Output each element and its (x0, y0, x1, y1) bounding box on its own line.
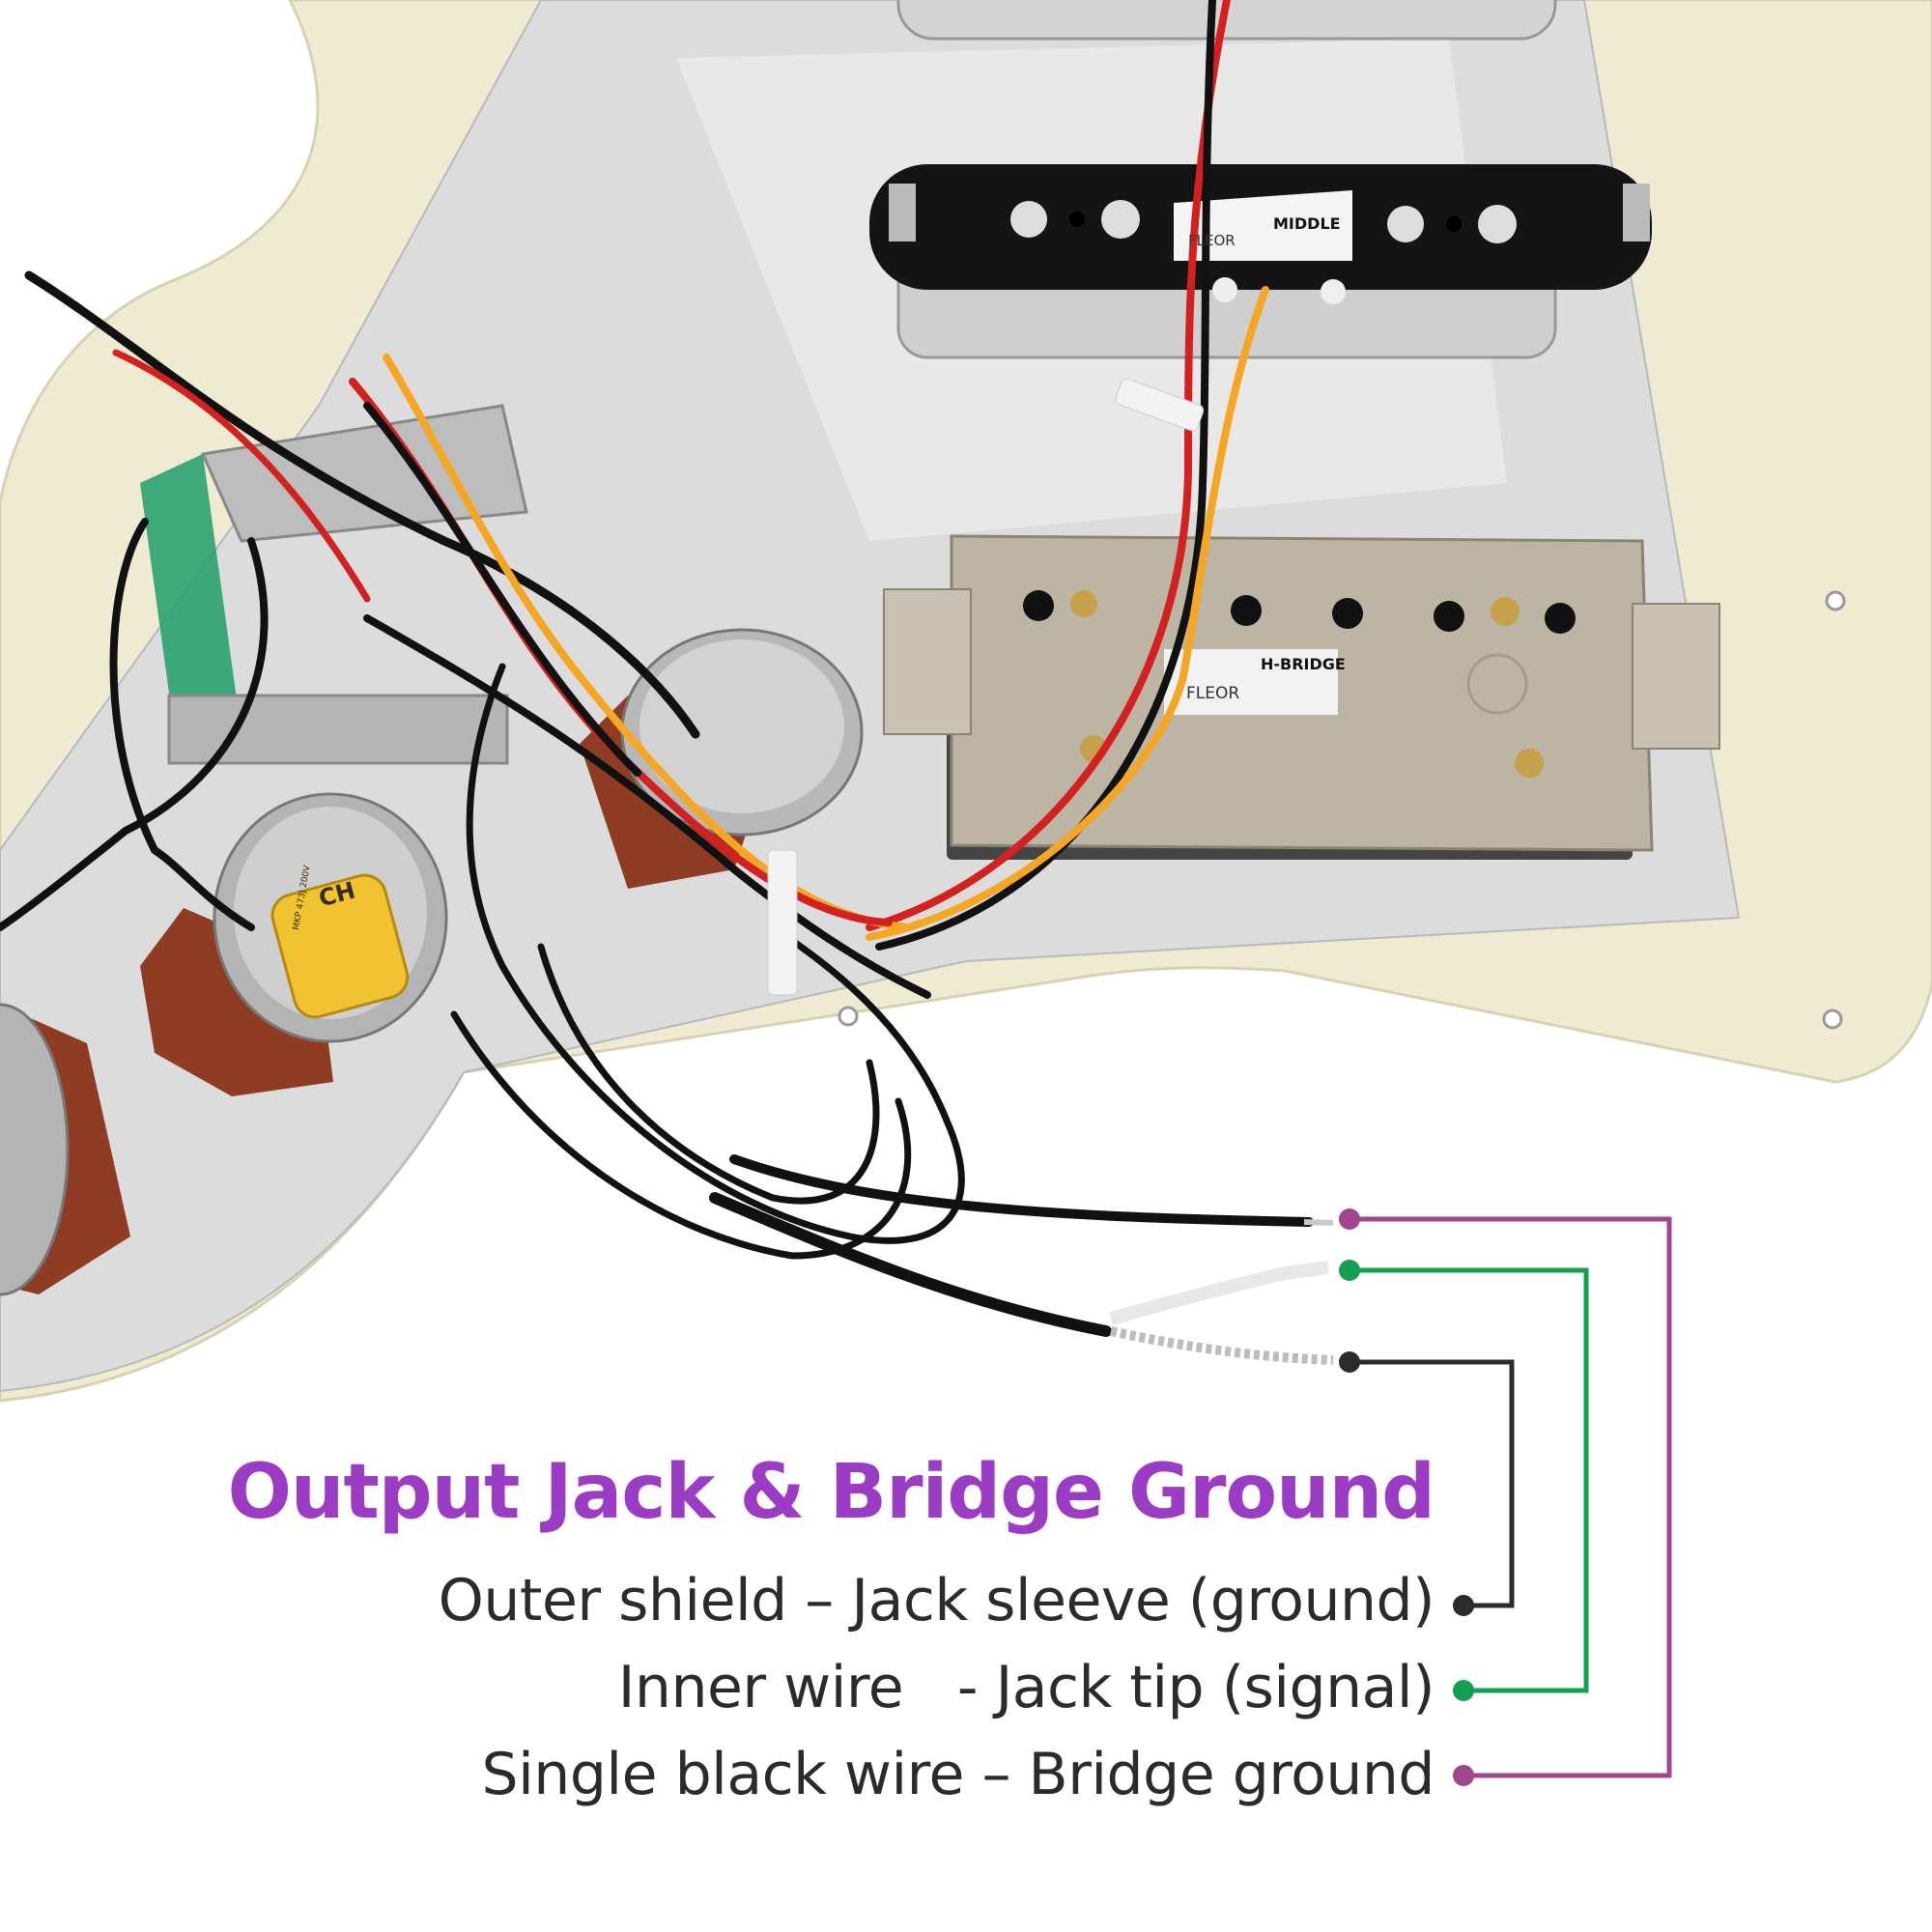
legend-inner-wire: Inner wire - Jack tip (signal) (617, 1654, 1435, 1721)
middle-pickup (869, 164, 1652, 359)
cable-tie (1115, 378, 1205, 432)
connector-lines (1350, 1216, 1672, 1778)
inner-wire-tip (1109, 1261, 1329, 1325)
middle-pickup-brand: FLEOR (1188, 232, 1236, 249)
bridge-pickup (883, 534, 1720, 860)
legend-single-black-wire: Single black wire – Bridge ground (481, 1741, 1435, 1808)
bridge-ground-wire-tip (1303, 1219, 1334, 1226)
capacitor (270, 873, 410, 1019)
ground-legend-dot (1453, 1595, 1474, 1616)
signal-dot (1339, 1260, 1360, 1281)
screw-hole (1822, 1009, 1843, 1030)
screw-hole (838, 1006, 859, 1027)
screw-hole (1825, 590, 1846, 611)
middle-pickup-label: MIDDLE (1273, 214, 1341, 233)
cable-tie (767, 849, 798, 996)
pickup-selector-switch (140, 404, 528, 765)
bridge-ground-dot (1339, 1208, 1360, 1230)
ground-dot (1339, 1351, 1360, 1373)
diagram-heading: Output Jack & Bridge Ground (227, 1449, 1435, 1536)
outer-shield-braid (1109, 1326, 1334, 1365)
bridge-pickup-brand: FLEOR (1186, 684, 1240, 703)
signal-legend-dot (1453, 1680, 1474, 1701)
bridge-legend-dot (1453, 1765, 1474, 1786)
second-tone-pot (0, 1003, 130, 1296)
bridge-pickup-label: H-BRIDGE (1261, 655, 1346, 673)
wire-bundle (0, 0, 1314, 1337)
legend-outer-shield: Outer shield – Jack sleeve (ground) (438, 1567, 1435, 1634)
